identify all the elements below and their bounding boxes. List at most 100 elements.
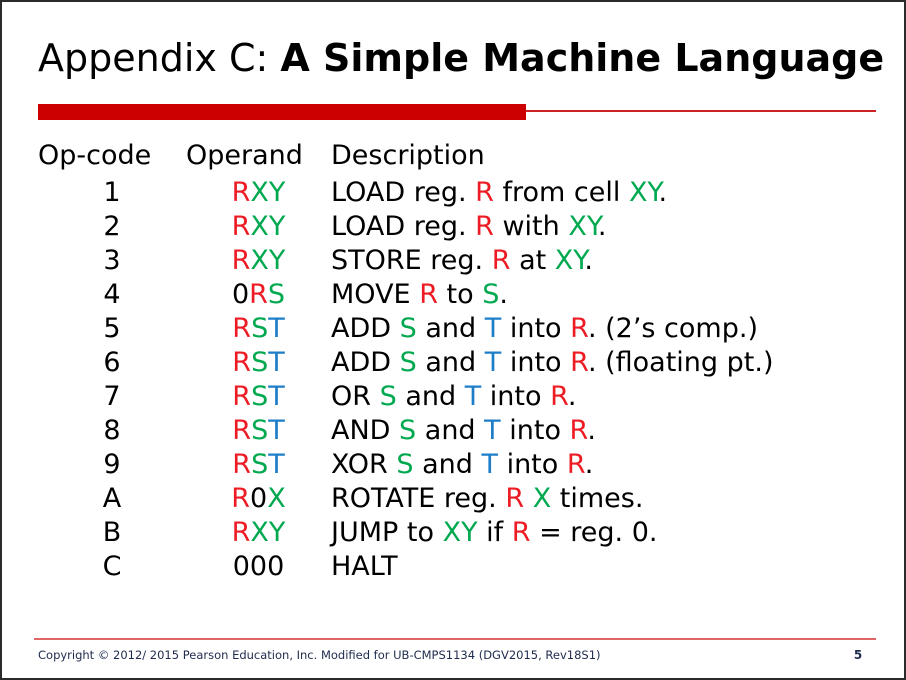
footer-divider [34,638,876,640]
accent-thick-bar [38,104,526,120]
operand-part-1: XY [250,517,286,548]
description-part-2: and [416,415,485,446]
description-part-5: R [569,415,588,446]
cell-operand: 0RS [186,278,331,312]
operand-part-2: T [268,347,285,378]
description-part-0: AND [331,415,400,446]
operand-part-2: T [268,381,285,412]
description-part-1: S [399,347,417,378]
cell-description: XOR S and T into R. [331,448,593,482]
cell-operand: RST [186,312,331,346]
cell-opcode: 6 [103,347,121,378]
description-part-5: R [566,449,585,480]
cell-description: MOVE R to S. [331,278,508,312]
cell-operand: RXY [186,516,331,550]
description-part-5: R [550,381,568,412]
cell-opcode: 7 [103,381,121,412]
cell-operand: RST [186,346,331,380]
description-part-0: STORE reg. [331,245,492,276]
cell-opcode: 5 [103,313,121,344]
description-part-1: S [379,381,397,412]
cell-operand: RXY [186,210,331,244]
operand-part-0: R [232,347,252,378]
description-part-6: . (floating pt.) [587,347,774,378]
description-part-3: T [484,313,502,344]
operand-part-1: S [251,313,269,344]
title-prefix: Appendix C: [38,36,281,80]
description-part-2: to [437,279,483,310]
description-part-0: ADD [331,313,400,344]
description-part-4: into [497,449,567,480]
description-part-1: R [491,245,511,276]
description-part-3: XY [568,211,598,242]
cell-description: OR S and T into R. [331,380,577,414]
description-part-1: R [419,279,438,310]
cell-opcode: 4 [103,279,121,310]
cell-opcode: 1 [103,177,121,208]
operand-part-0: 000 [232,551,285,582]
description-part-6: . (2’s comp.) [587,313,758,344]
description-part-2: and [413,449,482,480]
cell-operand: RXY [186,244,331,278]
description-part-2: if [477,517,512,548]
description-part-2: at [510,245,555,276]
description-part-1: R [475,177,494,208]
cell-operand: RXY [186,176,331,210]
description-part-0: MOVE [331,279,420,310]
description-part-3: S [482,279,500,310]
footer-copyright: Copyright © 2012/ 2015 Pearson Education… [38,648,601,662]
column-header-operand: Operand [186,140,303,171]
description-part-3: XY [628,177,659,208]
description-part-4: . [584,245,593,276]
description-part-0: LOAD reg. [331,211,476,242]
description-part-6: . [584,449,594,480]
description-part-2 [524,483,533,514]
operand-part-1: S [251,449,269,480]
description-part-6: . [567,381,577,412]
column-header-description: Description [331,140,485,171]
description-part-3: T [484,415,501,446]
cell-operand: RST [186,414,331,448]
operand-part-1: XY [250,245,286,276]
description-part-0: XOR [331,449,397,480]
cell-operand: 000 [186,550,331,584]
cell-description: ADD S and T into R. (2’s comp.) [331,312,758,346]
cell-description: JUMP to XY if R = reg. 0. [331,516,658,550]
operand-part-1: R [249,279,268,310]
operand-part-1: 0 [250,483,268,514]
operand-part-0: R [231,483,251,514]
description-part-4: = reg. 0. [530,517,658,548]
footer-page-number: 5 [853,648,863,662]
description-part-4: . [499,279,508,310]
operand-part-1: XY [250,177,286,208]
description-part-3: XY [554,245,585,276]
operand-part-1: S [251,347,269,378]
cell-operand: RST [186,448,331,482]
description-part-0: HALT [331,551,398,582]
operand-part-2: X [267,483,286,514]
description-part-0: JUMP to [331,517,443,548]
cell-opcode: 3 [103,245,121,276]
description-part-1: S [396,449,414,480]
cell-opcode: 8 [103,415,121,446]
description-part-2: and [416,347,485,378]
description-part-1: R [475,211,494,242]
description-part-2: with [493,211,569,242]
description-part-1: S [399,313,417,344]
cell-operand: RST [186,380,331,414]
operand-part-1: S [251,415,269,446]
cell-description: ROTATE reg. R X times. [331,482,643,516]
page-title: Appendix C: A Simple Machine Language [38,34,884,82]
cell-description: STORE reg. R at XY. [331,244,593,278]
